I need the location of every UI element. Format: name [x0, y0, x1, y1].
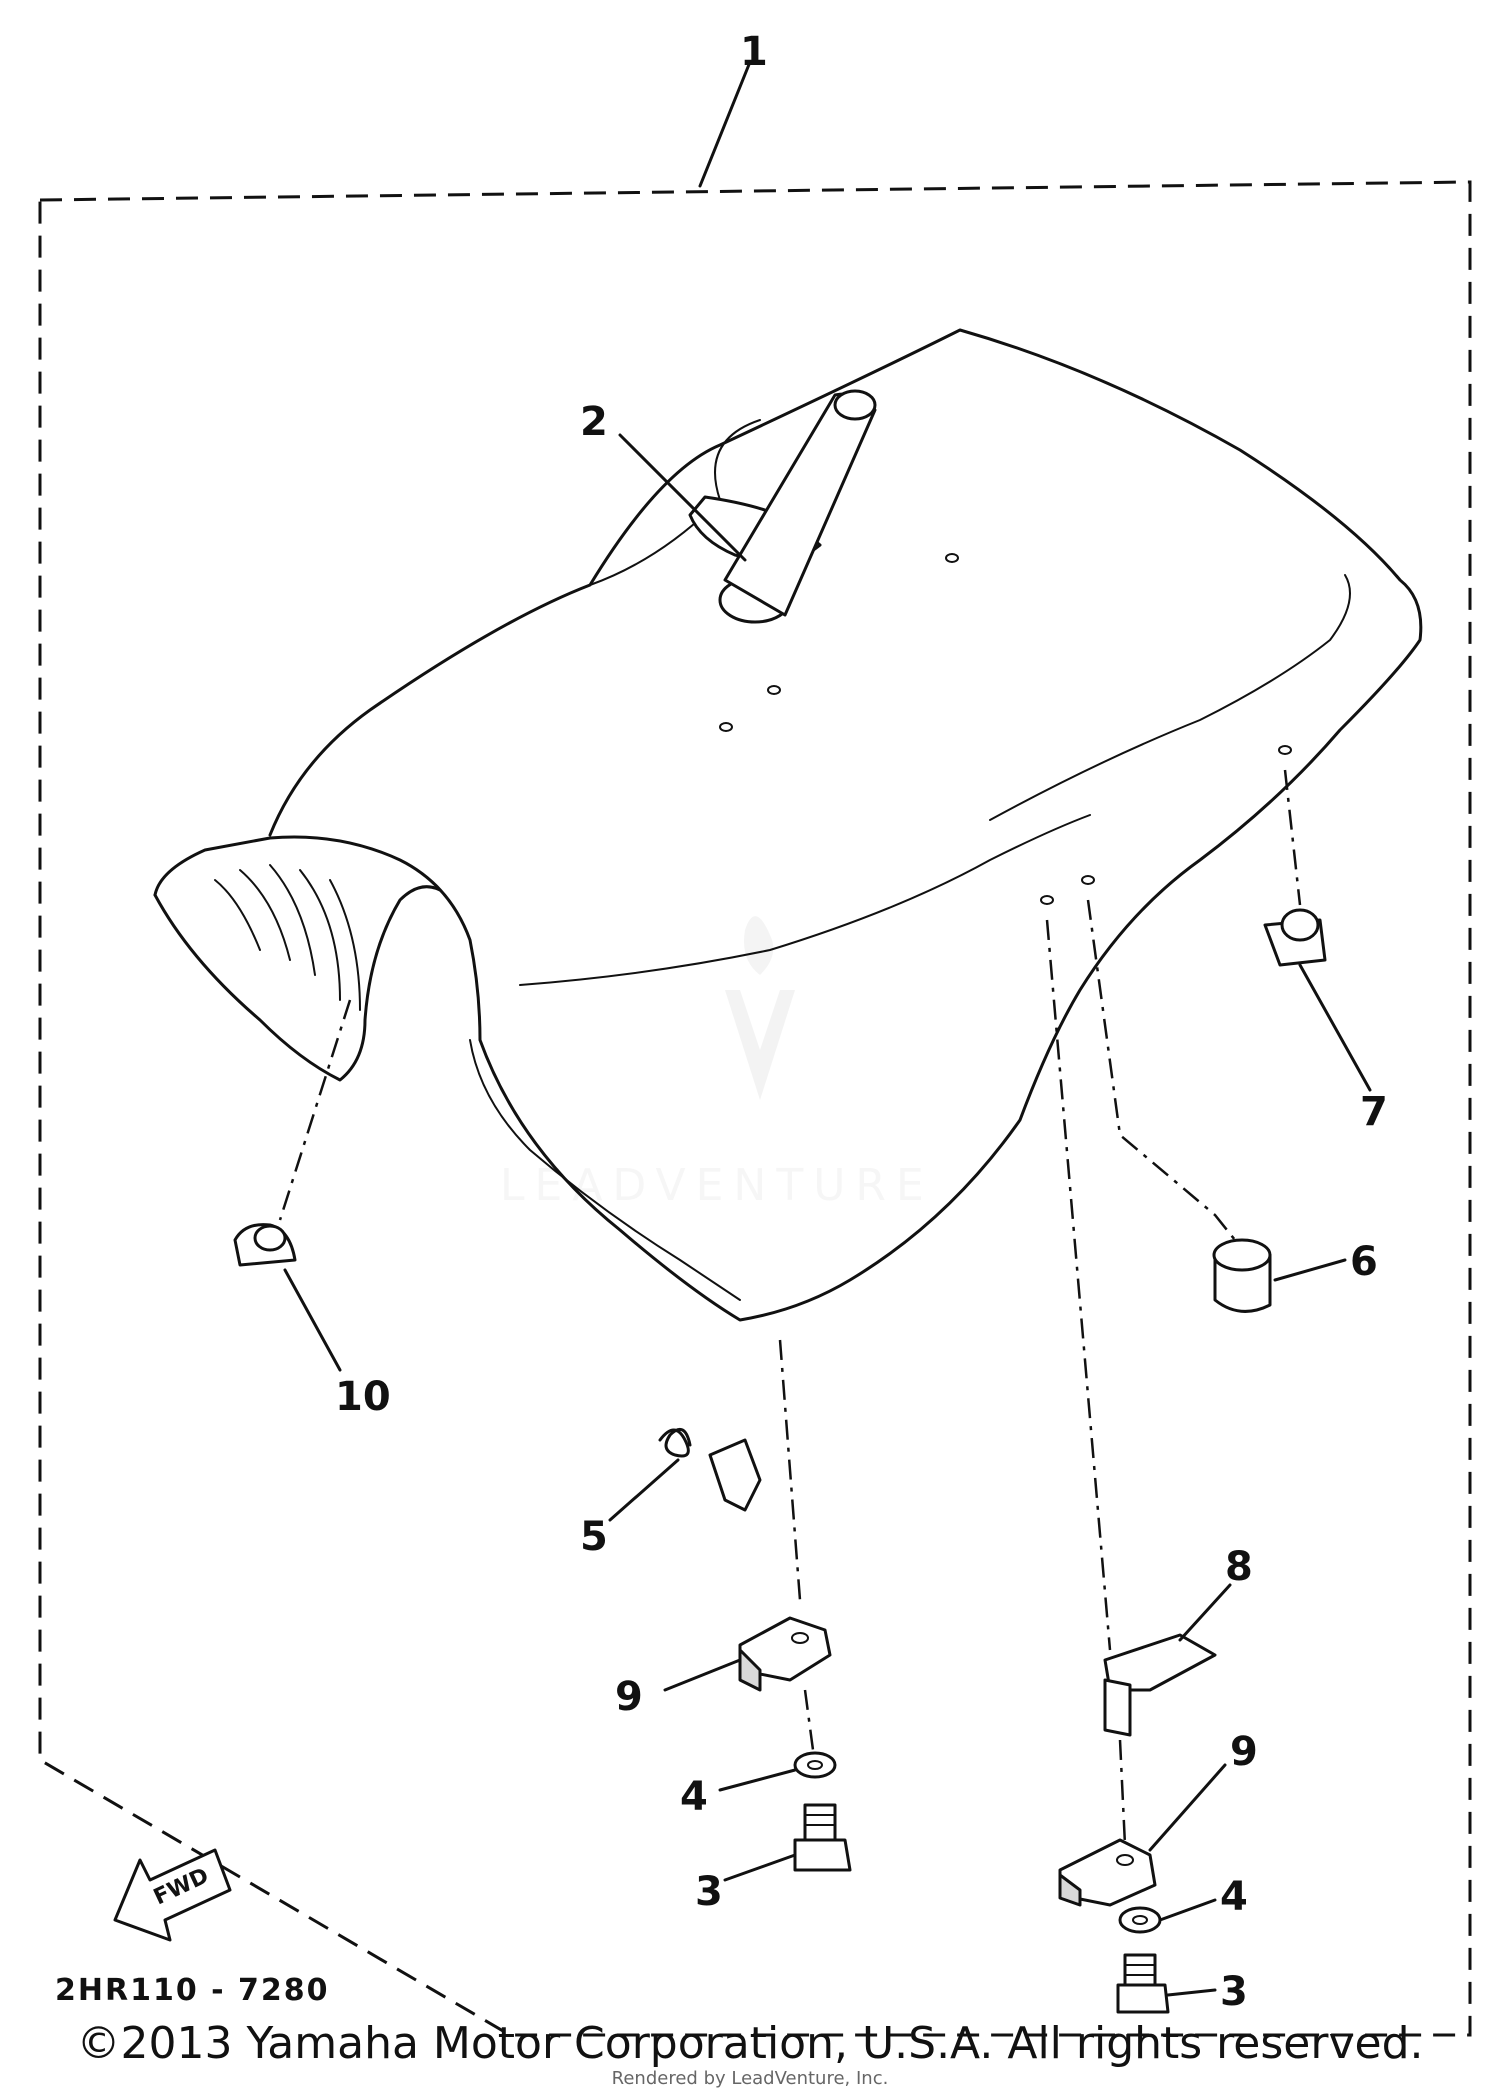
leader-5	[608, 1458, 680, 1522]
leader-6	[1273, 1258, 1347, 1282]
part-9-bracket-left	[738, 1616, 832, 1692]
copyright-notice: ©2013 Yamaha Motor Corporation, U.S.A. A…	[76, 2018, 1424, 2069]
callout-10: 10	[335, 1374, 391, 1420]
leader-7	[1298, 963, 1372, 1092]
callout-3b: 3	[1220, 1969, 1248, 2015]
watermark-logo: LEADVENTURE	[500, 916, 934, 1211]
diagram-code: 2HR110 - 7280	[55, 1973, 330, 2008]
leader-3b	[1166, 1988, 1217, 1997]
leader-2	[618, 433, 747, 562]
seat-rib-4	[299, 869, 341, 1001]
leader-9a	[663, 1658, 742, 1692]
fwd-arrow-icon: FWD	[113, 1848, 232, 1942]
leader-4a	[718, 1768, 797, 1792]
seat-side-crease	[519, 814, 1091, 986]
part-3-bolt-right	[1116, 1953, 1170, 2014]
leader-1	[698, 60, 752, 188]
leader-3a	[723, 1853, 797, 1882]
callout-4b: 4	[1220, 1874, 1248, 1920]
seat-rib-2	[239, 869, 291, 961]
part-4-washer-right	[1118, 1906, 1162, 1934]
seat-hole	[945, 553, 959, 563]
callout-1: 1	[740, 29, 768, 75]
seat-hole	[1040, 895, 1054, 905]
callout-9b: 9	[1230, 1729, 1258, 1775]
callout-5: 5	[580, 1514, 608, 1560]
part-2-strap	[688, 389, 877, 624]
leader-4b	[1158, 1898, 1217, 1922]
part-8-lock-rod	[708, 1438, 1217, 1737]
seat-assembly	[153, 328, 1423, 1322]
callout-8: 8	[1225, 1544, 1253, 1590]
rendered-by-notice: Rendered by LeadVenture, Inc.	[611, 2068, 889, 2089]
seat-hole	[1278, 745, 1292, 755]
dash-line-10	[278, 999, 352, 1221]
seat-inner-edge	[469, 1039, 741, 1301]
callout-4a: 4	[680, 1774, 708, 1820]
seat-rib-5	[329, 879, 361, 1011]
seat-rib-1	[214, 879, 261, 951]
seat-hole	[767, 685, 781, 695]
dash-line-6	[1086, 899, 1236, 1241]
callout-6: 6	[1350, 1239, 1378, 1285]
part-4-washer-left	[793, 1751, 837, 1779]
leader-9b	[1148, 1763, 1227, 1852]
seat-front-lip	[153, 885, 442, 1082]
callout-7: 7	[1360, 1089, 1388, 1135]
dash-line-9b	[1118, 1739, 1127, 1846]
watermark-text: LEADVENTURE	[500, 1160, 934, 1211]
dash-line-5	[778, 1339, 802, 1601]
part-10-damper	[233, 1223, 297, 1267]
part-6-damper	[1212, 1238, 1272, 1313]
dash-line-9a	[803, 1689, 817, 1766]
seat-rib-3	[269, 864, 316, 976]
seat-hole	[1081, 875, 1095, 885]
assembly-boundary	[38, 180, 1472, 2037]
leader-10	[283, 1268, 342, 1372]
part-5-spring	[658, 1427, 692, 1458]
dash-line-7	[1283, 769, 1302, 906]
seat-outline	[153, 328, 1423, 1322]
callout-2: 2	[580, 399, 608, 445]
callout-3a: 3	[695, 1869, 723, 1915]
part-7-damper	[1263, 908, 1327, 967]
callout-9a: 9	[615, 1674, 643, 1720]
seat-hole	[719, 722, 733, 732]
leader-8	[1178, 1583, 1232, 1642]
seat-top-crease	[989, 574, 1351, 821]
dash-line-8	[1045, 919, 1112, 1651]
part-3-bolt-left	[793, 1803, 852, 1872]
part-9-bracket-right	[1058, 1838, 1157, 1907]
